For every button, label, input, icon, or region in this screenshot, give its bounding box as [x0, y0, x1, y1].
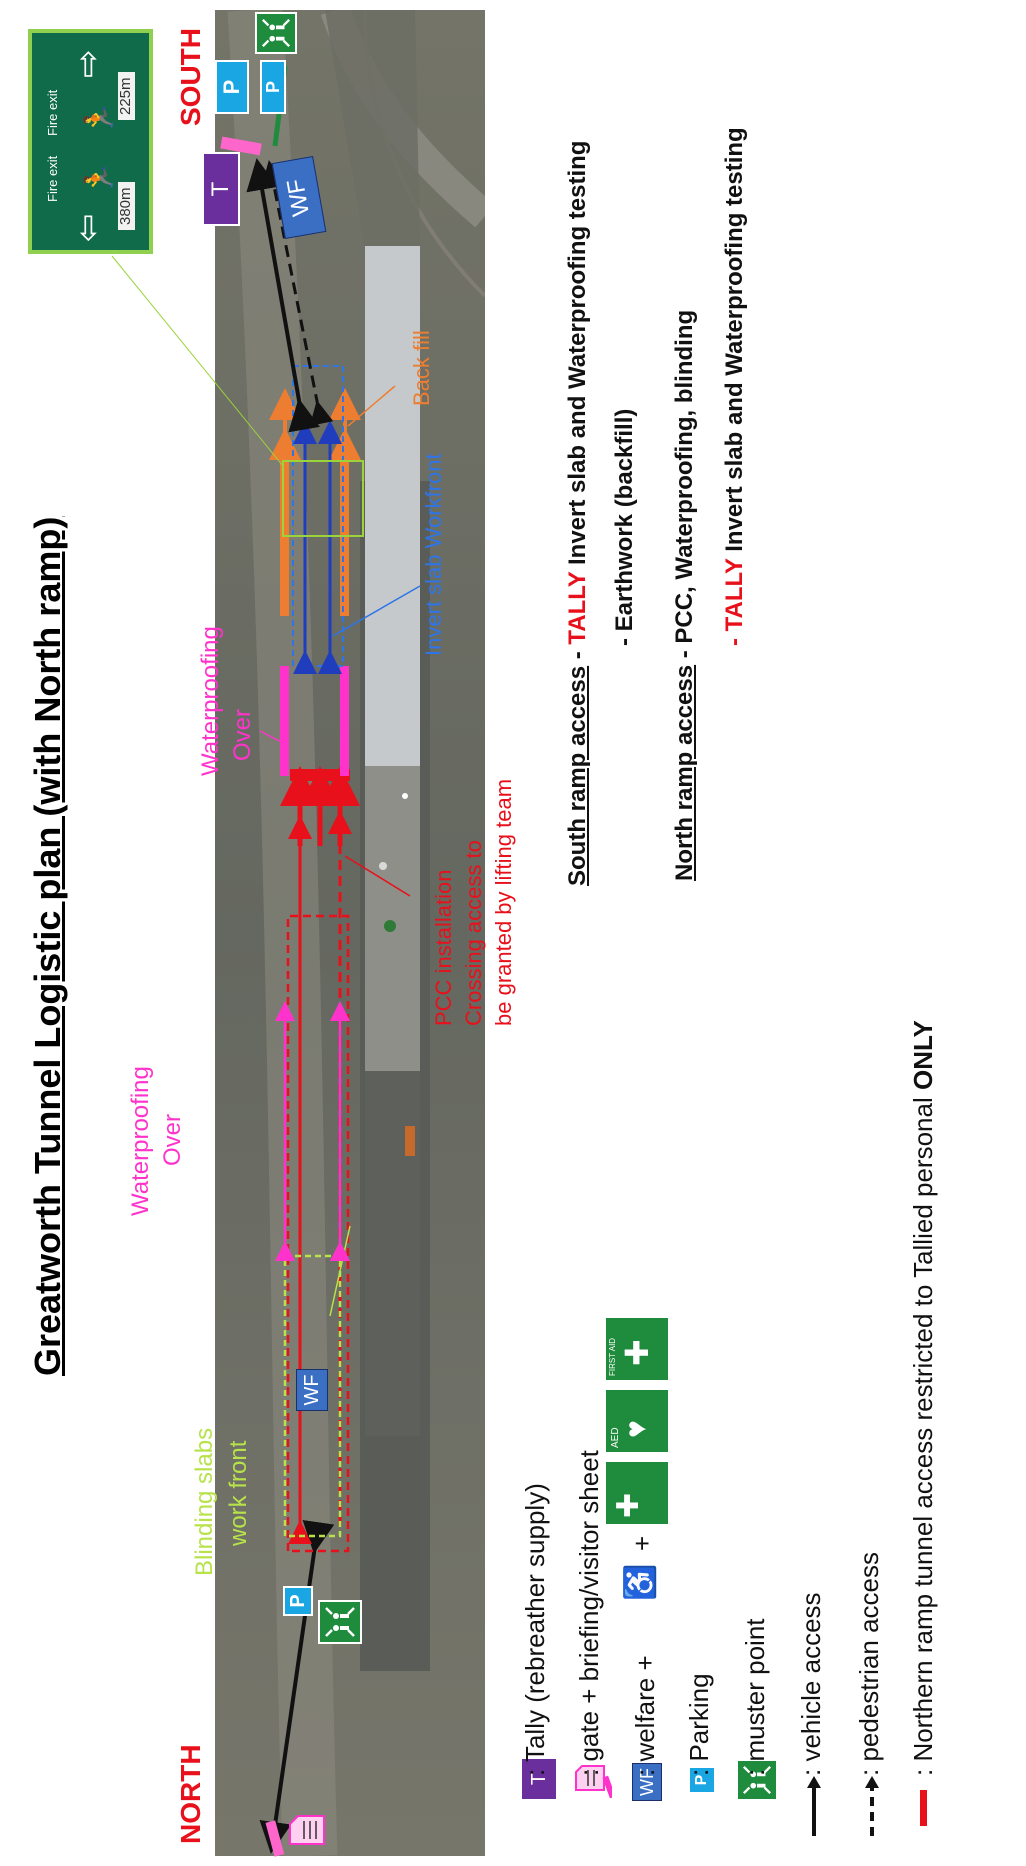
blinding-work-front-box [283, 1254, 342, 1538]
south-dash: - [564, 644, 591, 666]
backfill-bar-right [340, 446, 349, 616]
legend-muster-text: : muster point [740, 1618, 770, 1776]
waterproofing-top-label-2: Over [159, 1113, 186, 1166]
legend-muster-icon [736, 1759, 778, 1801]
invert-slab-leader [332, 585, 421, 637]
legend-vehicle-arrow [807, 1776, 821, 1836]
legend-pedestrian-text: : pedestrian access [854, 1551, 884, 1776]
legend-gate-icon [575, 1765, 612, 1798]
waterproofing-leader [259, 730, 290, 747]
left-distance: 380m [117, 182, 135, 230]
legend-vehicle-text: : vehicle access [796, 1592, 826, 1776]
legend-restricted-text: : Northern ramp tunnel access restricted… [908, 1020, 939, 1776]
north-dash2: - [721, 631, 748, 646]
north-label: NORTH [175, 1744, 206, 1844]
toilet-icon: ♿ [624, 1563, 657, 1601]
north-gate-bar [265, 1820, 285, 1857]
pcc-label-3: be granted by lifting team [491, 778, 516, 1026]
south-parking-badge-2: P [260, 60, 286, 114]
backfill-leader [347, 385, 396, 427]
fire-exit-left-label: Fire exit [45, 155, 60, 202]
sign-location-box [282, 460, 364, 537]
pcc-label-2: Crossing access to [461, 840, 486, 1026]
blinding-label-1: Blinding slabs [191, 1427, 218, 1576]
south-access-line-1: South ramp access - TALLY Invert slab an… [564, 140, 591, 886]
cross-icon: ✚ [619, 1339, 655, 1366]
fire-exit-sign: ⇦ Fire exit 🏃 🏃 Fire exit ⇨ 380m 225m [28, 29, 153, 254]
sign-leader [111, 255, 284, 467]
north-parking-badge: P [283, 1586, 313, 1616]
legend-red-line [920, 1790, 927, 1826]
waterproofing-bar-left [280, 666, 289, 776]
south-access-rest: Invert slab and Waterproofing testing [564, 140, 591, 572]
first-aid-icon: FIRST AID ✚ [604, 1316, 670, 1382]
south-access-label: South ramp access [564, 665, 591, 886]
waterproofing-photo-label-1: Waterproofing [197, 626, 224, 776]
blinding-label-2: work front [225, 1440, 252, 1546]
legend-parking-text: : Parking [684, 1673, 714, 1776]
aed-icon: AED ♥ [604, 1388, 670, 1454]
north-tally-text: TALLY [721, 558, 748, 632]
north-access-line-2: - TALLY Invert slab and Waterproofing te… [721, 127, 748, 646]
pcc-label-1: PCC installation [431, 869, 456, 1026]
south-parking-badge-1: P [215, 60, 249, 114]
north-dash: - [671, 643, 698, 665]
north-access-line-1: North ramp access - PCC, Waterproofing, … [671, 309, 698, 881]
north-access-rest: PCC, Waterproofing, blinding [671, 309, 698, 644]
legend-gate-text: : gate + briefing/visitor sheet [574, 1450, 604, 1776]
legend-restricted-prefix: : Northern ramp tunnel access restricted… [908, 1090, 938, 1776]
pcc-red-bar [290, 769, 350, 781]
south-tally-badge: T [202, 152, 240, 226]
legend-welfare-text: : welfare + [630, 1655, 660, 1776]
north-welfare-badge: WF [296, 1369, 328, 1411]
legend: T : Tally (rebreather supply) : gate + b… [520, 1006, 1020, 1846]
waterproofing-top-label-1: Waterproofing [127, 1066, 154, 1216]
south-pedestrian-arrow [261, 160, 334, 427]
left-arrow-icon: ⇦ [69, 213, 107, 243]
legend-only: ONLY [908, 1020, 938, 1091]
running-man-icon-right: 🏃 [83, 101, 114, 136]
south-muster-point-icon [255, 12, 297, 54]
heart-icon: ♥ [620, 1420, 653, 1438]
south-gate-bar [220, 136, 262, 156]
invert-slab-box [292, 365, 344, 667]
legend-pedestrian-arrow [865, 1776, 879, 1836]
first-aid-text: FIRST AID [608, 1337, 617, 1376]
pcc-leader-line [344, 855, 411, 897]
legend-plus: + [627, 1535, 657, 1551]
south-label: SOUTH [175, 28, 206, 126]
backfill-bar-left [280, 446, 289, 616]
waterproofing-photo-label-2: Over [229, 708, 256, 761]
stretcher-icon: ✚ [604, 1460, 670, 1526]
north-access-rest-2: Invert slab and Waterproofing testing [721, 127, 748, 559]
gate-document-icon [289, 1815, 325, 1845]
north-muster-point-icon [318, 1600, 362, 1644]
fire-exit-right-label: Fire exit [45, 89, 60, 136]
south-access-line-2: - Earthwork (backfill) [611, 408, 638, 646]
running-man-icon-left: 🏃 [83, 161, 114, 196]
right-arrow-icon: ⇨ [69, 49, 107, 79]
waterproofing-bar-right [340, 666, 349, 776]
invert-slab-label: Invert slab Workfront [421, 453, 446, 656]
south-tally-text: TALLY [564, 571, 591, 645]
legend-tally-text: : Tally (rebreather supply) [520, 1483, 550, 1776]
back-fill-label: Back fill [409, 330, 434, 406]
right-distance: 225m [117, 72, 135, 120]
north-access-label: North ramp access [671, 664, 698, 881]
